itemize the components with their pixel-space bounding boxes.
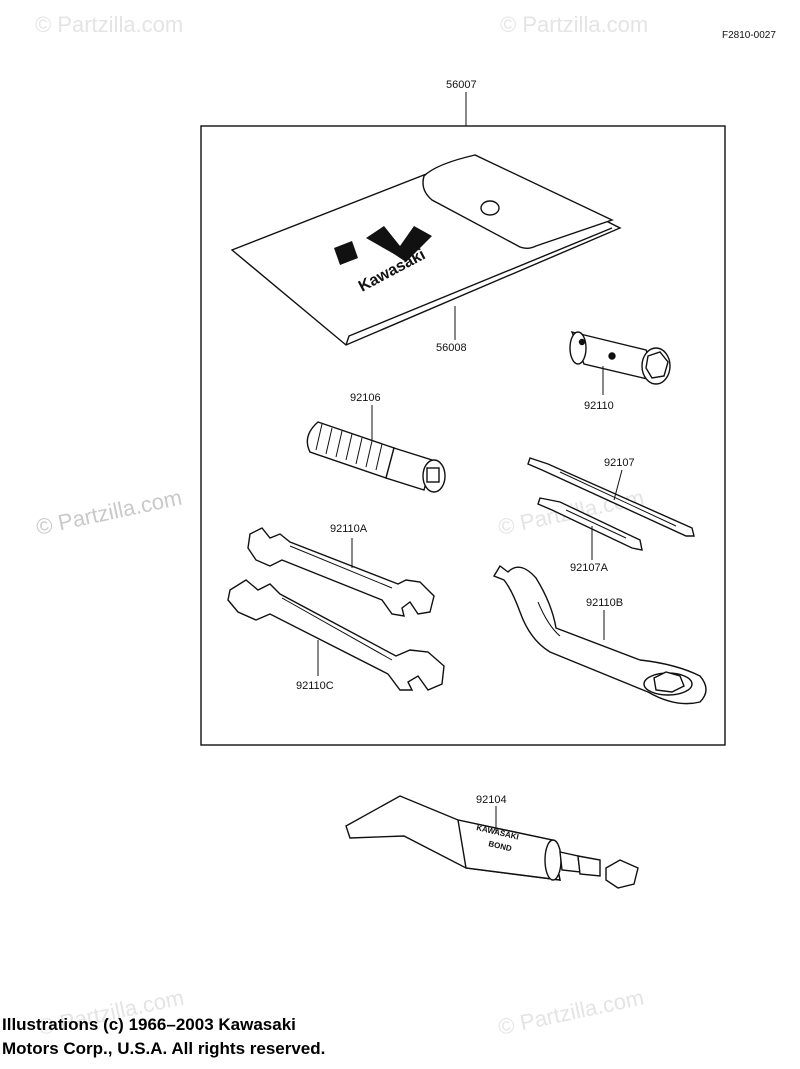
screwdriver-bit-92107 [527,457,695,537]
watermark-top-left: © Partzilla.com [35,12,183,37]
part-label-92110C: 92110C [296,680,334,692]
bond-tube: KAWASAKI BOND [345,795,639,889]
watermark-top-right: © Partzilla.com [500,12,648,37]
diagram-code: F2810-0027 [722,30,776,41]
copyright-line-2: Motors Corp., U.S.A. All rights reserved… [2,1039,326,1058]
watermark-mid-left: © Partzilla.com [34,485,184,540]
part-label-92110B: 92110B [586,597,623,609]
part-label-92106: 92106 [350,392,381,404]
part-label-56008: 56008 [436,342,467,354]
part-label-92107: 92107 [604,457,635,469]
part-label-92107A: 92107A [570,562,609,574]
toolkit-frame [200,125,726,746]
copyright-line-1: Illustrations (c) 1966–2003 Kawasaki [2,1015,296,1034]
box-wrench-tool [569,331,671,385]
open-end-wrench-92110C [227,579,445,691]
watermark-bottom-right: © Partzilla.com [496,985,646,1040]
tool-bag: Kawasaki [230,154,622,346]
part-label-92104: 92104 [476,794,507,806]
screwdriver-bit-92107A [537,497,643,551]
part-label-56007: 56007 [446,79,477,91]
part-label-92110A: 92110A [330,523,368,535]
part-label-92110: 92110 [584,400,614,412]
hook-spanner-tool [492,564,707,705]
open-end-wrench-92110A [247,527,435,617]
screwdriver-handle-tool [306,421,446,493]
leader-92107 [613,469,623,501]
copyright-notice: Illustrations (c) 1966–2003 Kawasaki Mot… [2,1013,325,1061]
